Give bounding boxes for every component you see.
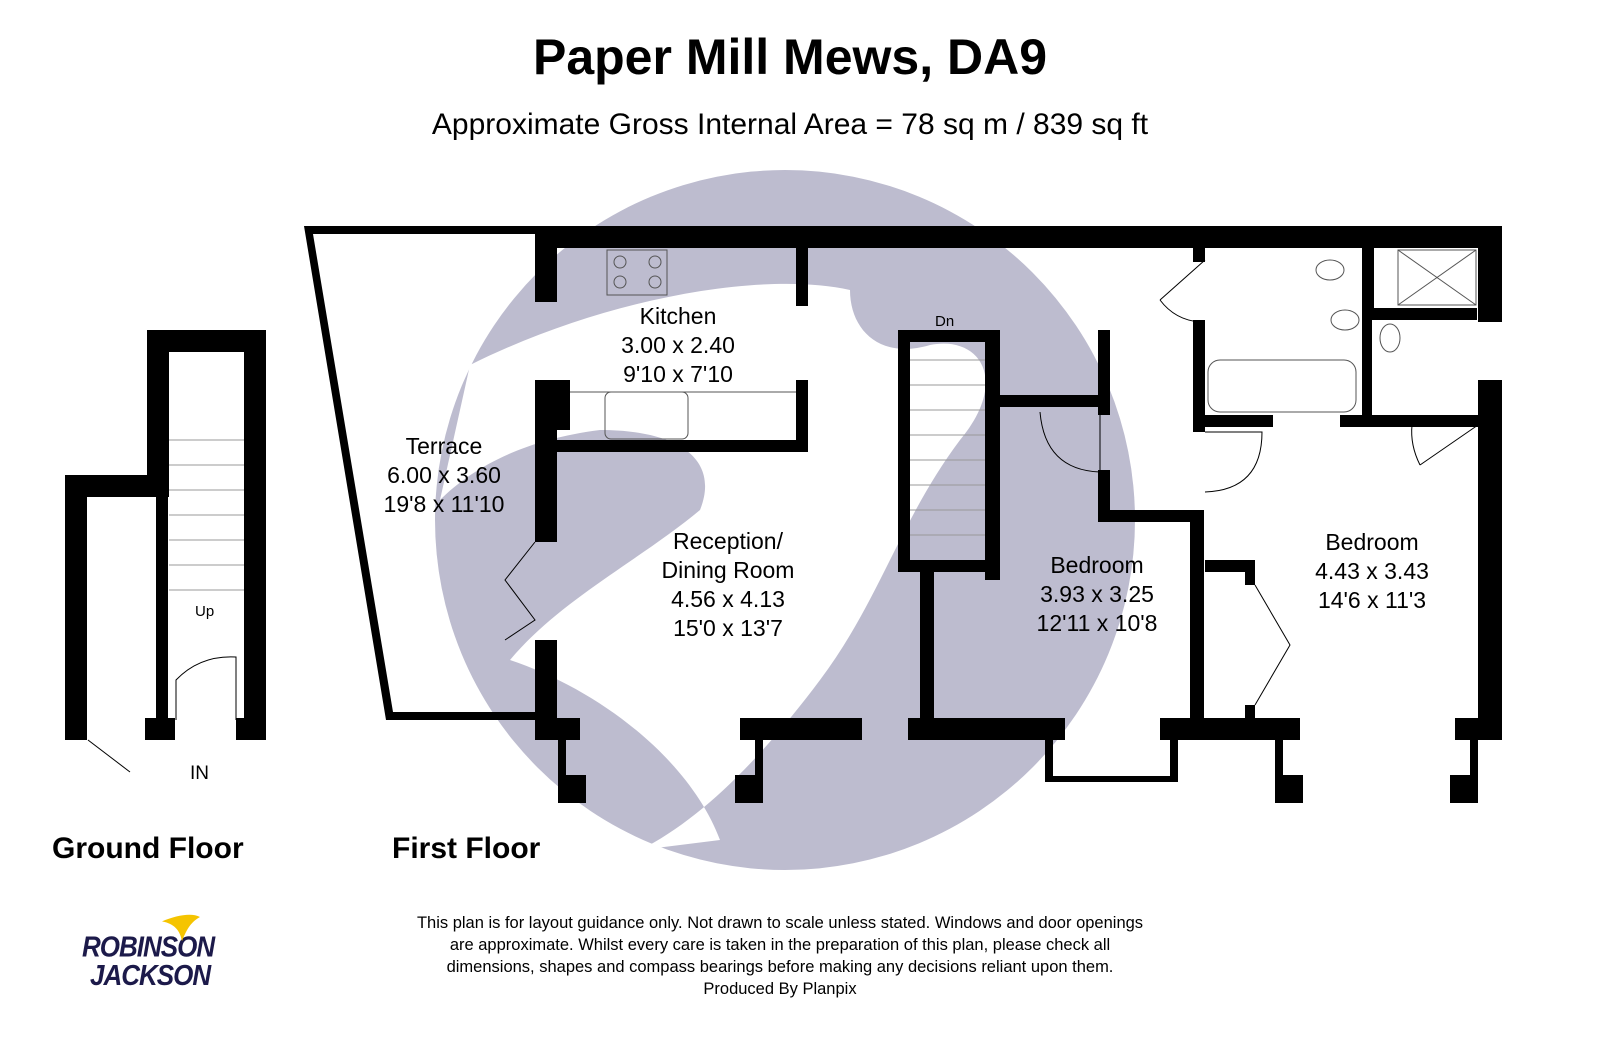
- stairs-up-label: Up: [195, 603, 215, 620]
- room-imperial: 19'8 x 11'10: [383, 491, 505, 517]
- room-name: Reception/: [673, 528, 783, 554]
- stairs-down-label: Dn: [935, 313, 955, 330]
- room-name: Kitchen: [639, 303, 717, 329]
- room-imperial: 14'6 x 11'3: [1317, 587, 1427, 613]
- logo-line-2: JACKSON: [90, 958, 211, 992]
- room-metric: 6.00 x 3.60: [387, 462, 501, 488]
- watermark-logo: [435, 170, 1135, 870]
- room-label-reception: Reception/ Dining Room 4.56 x 4.13 15'0 …: [662, 527, 795, 643]
- room-name: Bedroom: [1050, 552, 1144, 578]
- agency-logo: ROBINSON JACKSON: [82, 914, 215, 992]
- first-floor-label: First Floor: [392, 832, 541, 865]
- room-imperial: 9'10 x 7'10: [623, 361, 733, 387]
- walls: [65, 226, 1502, 803]
- disclaimer-line: are approximate. Whilst every care is ta…: [449, 936, 1111, 954]
- disclaimer-line: This plan is for layout guidance only. N…: [416, 914, 1144, 932]
- bird-icon: [162, 914, 200, 942]
- room-name: Terrace: [405, 433, 483, 459]
- ground-floor-label: Ground Floor: [52, 832, 244, 865]
- room-metric: 3.00 x 2.40: [621, 332, 735, 358]
- room-label-terrace: Terrace 6.00 x 3.60 19'8 x 11'10: [384, 432, 505, 519]
- disclaimer-line: Produced By Planpix: [703, 980, 857, 998]
- room-metric: 4.56 x 4.13: [671, 586, 785, 612]
- room-label-bedroom-1: Bedroom 3.93 x 3.25 12'11 x 10'8: [1037, 551, 1158, 638]
- disclaimer-line: dimensions, shapes and compass bearings …: [446, 958, 1114, 976]
- area-subtitle: Approximate Gross Internal Area = 78 sq …: [431, 108, 1149, 141]
- room-label-kitchen: Kitchen 3.00 x 2.40 9'10 x 7'10: [621, 302, 735, 389]
- room-name-2: Dining Room: [661, 557, 795, 583]
- room-metric: 3.93 x 3.25: [1040, 581, 1154, 607]
- room-imperial: 12'11 x 10'8: [1036, 610, 1158, 636]
- room-metric: 4.43 x 3.43: [1315, 558, 1429, 584]
- room-imperial: 15'0 x 13'7: [673, 615, 783, 641]
- page-title: Paper Mill Mews, DA9: [532, 29, 1048, 85]
- logo-line-1: ROBINSON: [82, 930, 215, 964]
- room-name: Bedroom: [1325, 529, 1419, 555]
- entrance-label: IN: [190, 763, 209, 784]
- fixtures: [87, 249, 1479, 773]
- disclaimer: This plan is for layout guidance only. N…: [380, 912, 1180, 1000]
- room-label-bedroom-2: Bedroom 4.43 x 3.43 14'6 x 11'3: [1315, 528, 1429, 615]
